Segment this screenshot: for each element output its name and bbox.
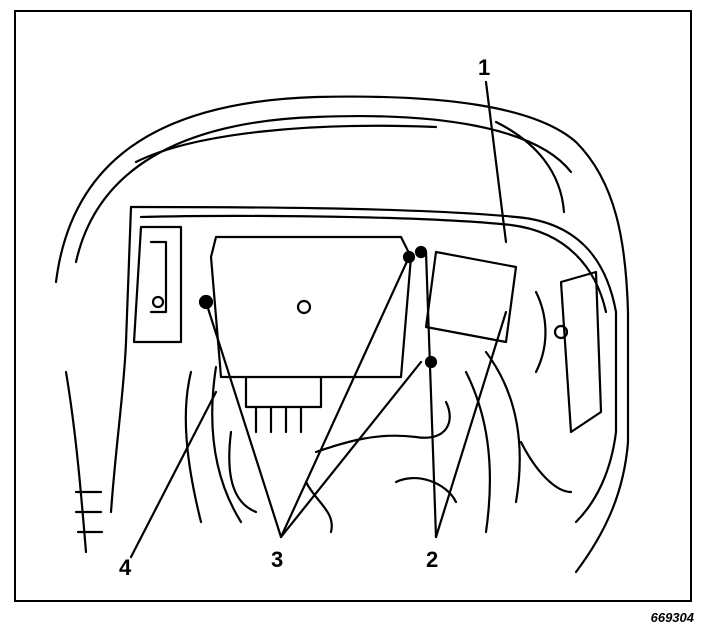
- leader-1: [484, 80, 508, 244]
- callout-3: 3: [271, 547, 284, 572]
- seat-shell-outline: [54, 95, 630, 574]
- leader-2b: [434, 310, 508, 539]
- seat-frame-outline: [129, 205, 618, 524]
- leader-3a: [204, 300, 283, 539]
- seat-underside-illustration: [54, 80, 630, 574]
- wire-harness: [184, 370, 203, 524]
- callout-4: 4: [119, 555, 132, 580]
- illustration-frame: 1 2 3 4: [14, 10, 692, 602]
- harness-connector: [424, 250, 518, 344]
- leader-3b: [279, 255, 411, 539]
- callout-1: 1: [478, 55, 491, 80]
- leader-3c: [279, 360, 423, 539]
- left-bracket: [132, 225, 183, 344]
- right-pillar: [559, 270, 603, 434]
- callout-2: 2: [426, 547, 439, 572]
- seat-module: [209, 235, 413, 379]
- figure-id: 669304: [650, 610, 694, 625]
- seat-top-contour: [74, 114, 573, 264]
- leader-2a: [424, 250, 438, 539]
- leader-4: [129, 390, 218, 559]
